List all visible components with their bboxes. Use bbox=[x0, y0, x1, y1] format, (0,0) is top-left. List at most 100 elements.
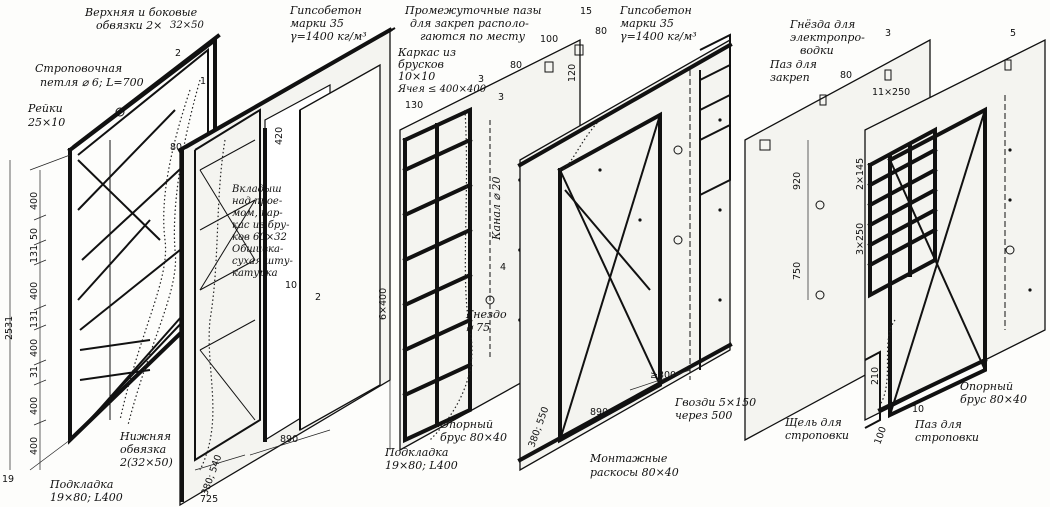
dim-400e: 400 bbox=[29, 437, 40, 455]
label-slot-2: строповки bbox=[785, 429, 849, 442]
dim-400a: 400 bbox=[29, 192, 40, 210]
dim-19: 19 bbox=[2, 474, 14, 485]
dim-725: 725 bbox=[200, 494, 218, 505]
label-bottom-trim-3: 2(32×50) bbox=[119, 456, 173, 469]
dim-2: 2 bbox=[175, 48, 181, 59]
label-gypsum-a-2: марки 35 bbox=[290, 17, 344, 30]
label-insert-3: мом, кар- bbox=[232, 208, 283, 219]
label-lifting-loop: Строповочная bbox=[35, 62, 122, 75]
label-intermediate: Промежуточные пазы bbox=[404, 4, 542, 17]
label-slot: Щель для bbox=[785, 416, 842, 429]
dim-100: 100 bbox=[540, 34, 558, 45]
panel-4-braced bbox=[517, 33, 733, 472]
label-support-b: Опорный bbox=[960, 380, 1013, 393]
label-insert: Вкладыш bbox=[231, 184, 282, 195]
label-mount: Монтажные bbox=[589, 452, 668, 465]
dim-1a: 1 bbox=[200, 76, 206, 87]
label-groove-b: Паз для bbox=[914, 418, 962, 431]
dim-130: 130 bbox=[405, 100, 423, 111]
dim-3: 3 bbox=[478, 74, 484, 85]
dim-300: ≥300 bbox=[650, 370, 676, 381]
dim-10b: 10 bbox=[912, 404, 924, 415]
label-slats: Рейки bbox=[27, 102, 63, 115]
label-elec-2: электропро- bbox=[790, 31, 865, 44]
label-nails-2: через 500 bbox=[675, 409, 732, 422]
label-pad-a: Подкладка bbox=[49, 478, 113, 491]
label-frame: Каркас из bbox=[397, 46, 456, 59]
label-slats-dim: 25×10 bbox=[27, 116, 65, 129]
label-pad-b: Подкладка bbox=[384, 446, 448, 459]
label-support-b-2: брус 80×40 bbox=[960, 393, 1027, 406]
label-groove-b-2: строповки bbox=[915, 431, 979, 444]
label-top-side-trim-2: обвязки 2× bbox=[96, 19, 162, 32]
label-socket: Гнездо bbox=[465, 308, 507, 321]
dim-210: 210 bbox=[870, 367, 881, 385]
label-insert-8: катурка bbox=[232, 268, 278, 279]
panel-2-slab bbox=[177, 27, 396, 507]
dim-11x250: 11×250 bbox=[872, 87, 910, 98]
label-intermediate-2: для закреп располо- bbox=[410, 17, 529, 30]
label-insert-6: Обшивка- bbox=[232, 244, 284, 255]
dim-31: 31 bbox=[29, 366, 40, 378]
label-nails: Гвозди 5×150 bbox=[674, 396, 756, 409]
dim-80c: 80 bbox=[595, 26, 607, 37]
dim-100b: 100 bbox=[872, 425, 889, 446]
label-frame-2: брусков bbox=[398, 58, 444, 71]
dim-890b: 890 bbox=[590, 407, 608, 418]
dim-400d: 400 bbox=[29, 397, 40, 415]
dim-4: 4 bbox=[500, 262, 506, 273]
label-support-a-2: брус 80×40 bbox=[440, 431, 507, 444]
label-support-a: Опорный bbox=[440, 418, 493, 431]
dim-400c: 400 bbox=[29, 339, 40, 357]
label-insert-4: кас из бру- bbox=[232, 220, 290, 231]
dim-3x250: 3×250 bbox=[855, 223, 866, 255]
label-frame-3: 10×10 bbox=[398, 70, 435, 83]
label-gypsum-a-3: γ=1400 кг/м³ bbox=[290, 30, 367, 43]
label-lifting-loop-2: петля ⌀ 6; L=700 bbox=[40, 76, 144, 89]
label-pad-a-2: 19×80; L400 bbox=[50, 491, 123, 504]
dim-2b: 2 bbox=[315, 292, 321, 303]
dim-400b: 400 bbox=[29, 282, 40, 300]
dim-120: 120 bbox=[567, 64, 578, 82]
panel-1-frame bbox=[9, 33, 221, 471]
label-bottom-trim-2: обвязка bbox=[120, 443, 166, 456]
label-groove-2: закреп bbox=[770, 71, 810, 84]
panel-6-final bbox=[864, 38, 1046, 429]
dim-80a: 80 bbox=[170, 142, 182, 153]
label-intermediate-3: гаются по месту bbox=[420, 30, 526, 43]
dim-920: 920 bbox=[792, 172, 803, 190]
label-gypsum-b-2: марки 35 bbox=[620, 17, 674, 30]
label-gypsum-b-3: γ=1400 кг/м³ bbox=[620, 30, 697, 43]
dim-80d: 80 bbox=[840, 70, 852, 81]
label-pad-b-2: 19×80; L400 bbox=[385, 459, 458, 472]
dim-890a: 890 bbox=[280, 434, 298, 445]
dim-2x145: 2×145 bbox=[855, 158, 866, 190]
dim-3b: 3 bbox=[498, 92, 504, 103]
annotation-labels: Верхняя и боковые обвязки 2× 32×50 Строп… bbox=[27, 4, 1027, 504]
label-gypsum-a: Гипсобетон bbox=[289, 4, 362, 17]
dim-3c: 3 bbox=[885, 28, 891, 39]
label-insert-7: сухая шту- bbox=[232, 256, 294, 267]
dim-420: 420 bbox=[274, 127, 285, 145]
dim-80b: 80 bbox=[510, 60, 522, 71]
dim-10a: 10 bbox=[285, 280, 297, 291]
dim-15: 15 bbox=[580, 6, 592, 17]
dim-750: 750 bbox=[792, 262, 803, 280]
label-top-side-trim-dim: 32×50 bbox=[170, 20, 204, 31]
dim-2531: 2531 bbox=[4, 316, 15, 340]
dim-5: 5 bbox=[1010, 28, 1016, 39]
label-channel: Канал ⌀ 20 bbox=[490, 177, 503, 242]
label-groove: Паз для bbox=[769, 58, 817, 71]
label-socket-2: ⌀ 75 bbox=[466, 321, 490, 334]
label-elec-3: водки bbox=[800, 44, 834, 57]
label-bottom-trim: Нижняя bbox=[119, 430, 171, 443]
label-mount-2: раскосы 80×40 bbox=[590, 466, 679, 479]
label-elec: Гнёзда для bbox=[789, 18, 855, 31]
label-top-side-trim: Верхняя и боковые bbox=[84, 6, 198, 19]
dim-6x400: 6×400 bbox=[378, 288, 389, 320]
label-insert-2: над прое- bbox=[232, 196, 283, 207]
dim-131b: 131 bbox=[29, 310, 40, 328]
label-insert-5: ков 60×32 bbox=[232, 232, 287, 243]
